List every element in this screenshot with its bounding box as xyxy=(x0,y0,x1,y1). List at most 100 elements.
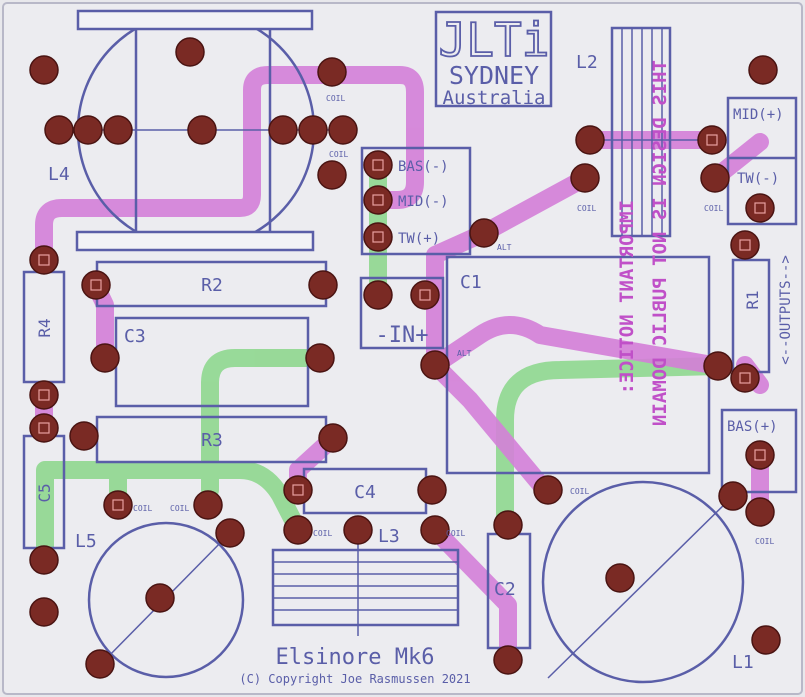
logo-line1: JLTi xyxy=(439,13,550,67)
solder-pad xyxy=(363,222,393,252)
l5-label: L5 xyxy=(75,531,97,552)
square-pad-marker xyxy=(754,449,766,461)
r1-label: R1 xyxy=(743,290,762,309)
solder-pad xyxy=(298,115,328,145)
solder-pad xyxy=(570,163,600,193)
solder-pad xyxy=(103,115,133,145)
square-pad-marker xyxy=(706,134,718,146)
solder-pad xyxy=(697,125,727,155)
solder-pad xyxy=(29,545,59,575)
l1-outline xyxy=(541,480,745,684)
square-pad-marker xyxy=(372,231,384,243)
l2-outline xyxy=(610,26,672,238)
solder-pad xyxy=(175,37,205,67)
coil-label: COIL xyxy=(170,504,189,513)
c2-label: C2 xyxy=(494,579,516,600)
terminal-mid-neg: MID(-) xyxy=(398,194,449,210)
l3-outline xyxy=(271,548,460,627)
l4-bottom-bar xyxy=(75,230,315,252)
logo-line3: Australia xyxy=(443,87,546,109)
svg-text:IMPORTANT NOTICE:: IMPORTANT NOTICE: xyxy=(616,200,638,394)
r3-label: R3 xyxy=(201,430,223,451)
square-pad-marker xyxy=(372,194,384,206)
square-pad-marker xyxy=(38,389,50,401)
l3-label: L3 xyxy=(378,526,400,547)
solder-pad xyxy=(343,515,373,545)
solder-pad xyxy=(575,125,605,155)
solder-pad xyxy=(29,380,59,410)
c5-label: C5 xyxy=(35,483,54,502)
solder-pad xyxy=(81,270,111,300)
coil-label: COIL xyxy=(446,529,465,538)
solder-pad xyxy=(308,270,338,300)
solder-pad xyxy=(305,343,335,373)
input-terminal-block xyxy=(359,276,445,350)
coil-label: COIL xyxy=(133,504,152,513)
solder-pad xyxy=(317,160,347,190)
solder-pad xyxy=(29,245,59,275)
solder-pad xyxy=(363,185,393,215)
solder-pad xyxy=(85,649,115,679)
solder-pad xyxy=(420,515,450,545)
solder-pad xyxy=(745,497,775,527)
solder-pad xyxy=(748,55,778,85)
solder-pad xyxy=(605,563,635,593)
coil-label: COIL xyxy=(570,487,589,496)
alt-label: ALT xyxy=(457,349,472,358)
solder-pad xyxy=(718,481,748,511)
solder-pad xyxy=(469,218,499,248)
mid-tw-terminal-block xyxy=(726,96,798,226)
pad-layer xyxy=(29,37,781,679)
footer-title: Elsinore Mk6 xyxy=(276,645,435,670)
silkscreen xyxy=(22,9,798,684)
r2-label: R2 xyxy=(201,275,223,296)
solder-pad xyxy=(29,413,59,443)
c3-label: C3 xyxy=(124,326,146,347)
solder-pad xyxy=(363,150,393,180)
solder-pad xyxy=(745,193,775,223)
solder-pad xyxy=(283,475,313,505)
solder-pad xyxy=(730,363,760,393)
l4-label: L4 xyxy=(48,164,70,185)
solder-pad xyxy=(318,423,348,453)
solder-pad xyxy=(69,421,99,451)
l5-outline xyxy=(87,521,245,679)
l2-label: L2 xyxy=(576,52,598,73)
square-pad-marker xyxy=(739,372,751,384)
solder-pad xyxy=(745,440,775,470)
l1-label: L1 xyxy=(732,652,754,673)
footer-copyright: (C) Copyright Joe Rasmussen 2021 xyxy=(239,672,470,686)
solder-pad xyxy=(187,115,217,145)
solder-pad xyxy=(730,230,760,260)
driver-terminal-block xyxy=(360,146,472,256)
solder-pad xyxy=(420,350,450,380)
l4-top-bar xyxy=(76,9,314,31)
solder-pad xyxy=(29,597,59,627)
coil-label: COIL xyxy=(704,204,723,213)
coil-label: COIL xyxy=(755,537,774,546)
solder-pad xyxy=(417,475,447,505)
solder-pad xyxy=(751,625,781,655)
r4-label: R4 xyxy=(35,318,54,337)
solder-pad xyxy=(533,475,563,505)
square-pad-marker xyxy=(38,254,50,266)
square-pad-marker xyxy=(292,484,304,496)
terminal-mid-pos: MID(+) xyxy=(733,107,784,123)
coil-label: COIL xyxy=(329,150,348,159)
solder-pad xyxy=(90,343,120,373)
square-pad-marker xyxy=(112,499,124,511)
square-pad-marker xyxy=(419,289,431,301)
notice-text: IMPORTANT NOTICE: THIS DESIGN IS NOT PUB… xyxy=(616,60,671,426)
solder-pad xyxy=(493,645,523,675)
square-pad-marker xyxy=(739,239,751,251)
solder-pad xyxy=(145,583,175,613)
terminal-bas-neg: BAS(-) xyxy=(398,159,449,175)
solder-pad xyxy=(703,351,733,381)
solder-pad xyxy=(29,55,59,85)
solder-pad xyxy=(44,115,74,145)
logo-box xyxy=(434,10,553,108)
solder-pad xyxy=(215,518,245,548)
square-pad-marker xyxy=(90,279,102,291)
solder-pad xyxy=(283,515,313,545)
